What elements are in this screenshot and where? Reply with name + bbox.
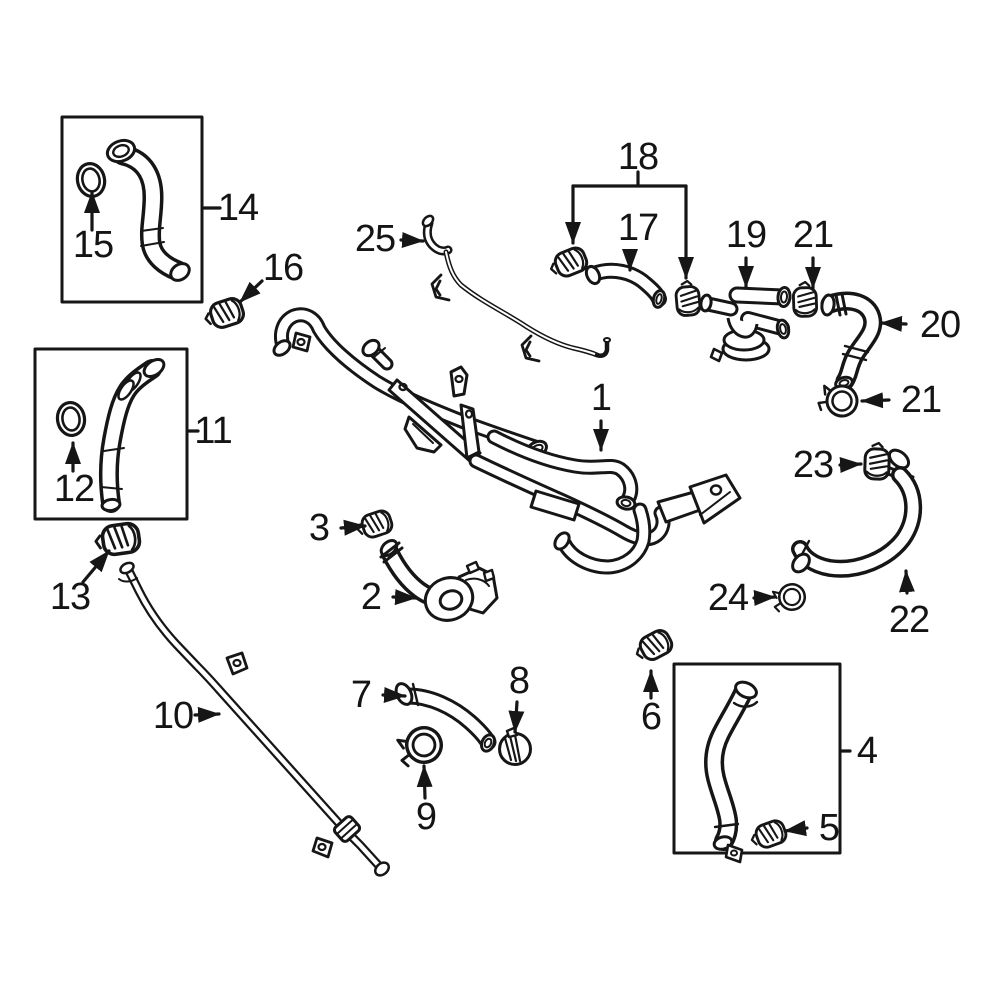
callout-14: 14 [217, 187, 259, 229]
callout-17: 17 [617, 207, 659, 249]
clamp-9 [393, 722, 447, 770]
leader-lines [65, 170, 915, 837]
valve-19 [699, 286, 792, 363]
callout-21b: 21 [900, 379, 942, 421]
callout-18: 18 [617, 136, 659, 178]
hose-11 [98, 357, 166, 513]
callout-15: 15 [72, 224, 114, 266]
callout-2: 2 [360, 576, 382, 618]
callout-23: 23 [792, 444, 834, 486]
callout-5: 5 [818, 807, 840, 849]
callout-1: 1 [590, 377, 612, 419]
callout-16: 16 [262, 247, 304, 289]
callout-9: 9 [415, 796, 437, 838]
callout-20: 20 [919, 304, 961, 346]
clamp-23 [862, 441, 892, 481]
callout-25: 25 [354, 218, 396, 260]
pipe-25 [421, 214, 611, 363]
pipe-10 [118, 561, 390, 877]
clamp-21-right [815, 379, 862, 421]
callout-13: 13 [49, 576, 91, 618]
hose-22 [791, 448, 923, 578]
clamp-6 [630, 625, 677, 667]
clamp-24 [770, 580, 809, 615]
callout-11: 11 [194, 410, 232, 452]
callout-22: 22 [888, 599, 930, 641]
callout-6: 6 [640, 696, 662, 738]
callout-19: 19 [725, 214, 767, 256]
hose-20 [820, 291, 883, 391]
callout-24: 24 [707, 577, 749, 619]
hose-2 [379, 539, 499, 622]
clamp-18-left [545, 243, 591, 283]
callout-21a: 21 [792, 214, 834, 256]
callout-7: 7 [350, 674, 372, 716]
clamp-13 [92, 520, 143, 559]
callout-12: 12 [53, 468, 95, 510]
callout-4: 4 [856, 730, 878, 772]
pipe-assembly-1 [272, 307, 742, 575]
hose-7 [394, 682, 497, 753]
callout-3: 3 [308, 507, 330, 549]
hose-4 [703, 680, 759, 864]
callout-10: 10 [152, 695, 194, 737]
callout-8: 8 [508, 660, 530, 702]
hose-17 [584, 262, 667, 309]
clamp-18-right [673, 278, 703, 318]
tube-clip [430, 273, 451, 302]
tube-clip [520, 334, 541, 363]
hose-14 [105, 138, 191, 282]
